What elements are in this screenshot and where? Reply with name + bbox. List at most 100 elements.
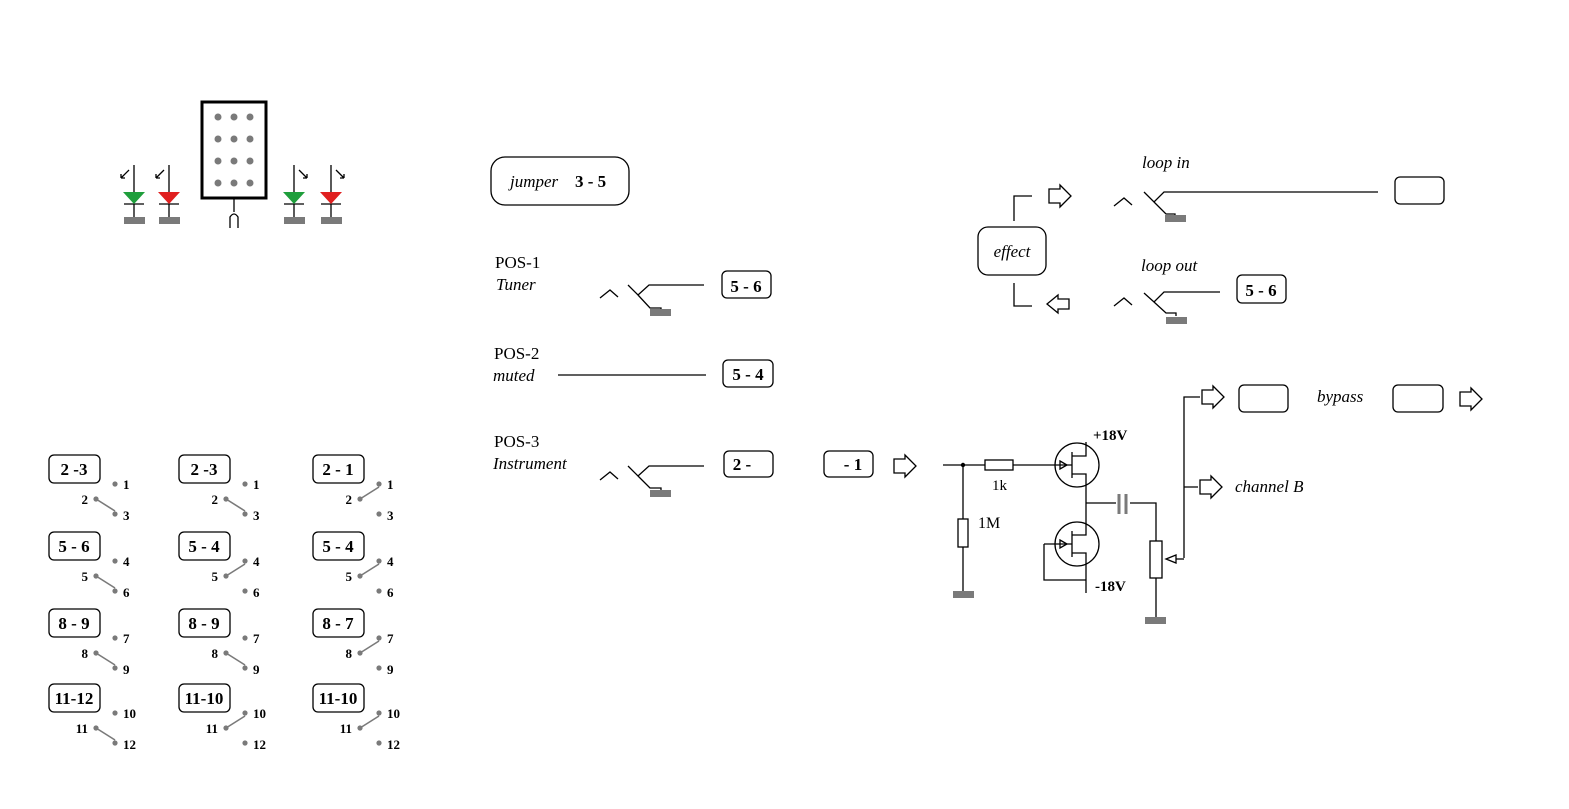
loop-out-label: loop out [1141, 256, 1198, 275]
pin-label: 5 [212, 569, 219, 584]
pin-label: 2 [212, 492, 219, 507]
pin-label: 9 [387, 662, 394, 677]
pin-label: 10 [123, 706, 136, 721]
switch-contact [95, 652, 116, 666]
pin-label: 3 [253, 508, 260, 523]
pin-dot [242, 511, 248, 517]
pin-dot [376, 635, 382, 641]
switch-contact [95, 498, 116, 512]
resistor-1m [957, 518, 969, 548]
switch-box [178, 454, 231, 484]
bypass-in-box [1238, 384, 1289, 413]
pin-dot [242, 710, 248, 716]
pin-label: 4 [387, 554, 394, 569]
pin-label: 11 [76, 721, 88, 736]
switch-box [312, 608, 365, 638]
jfet-lower-icon [1043, 490, 1100, 593]
switch-contact [359, 563, 380, 577]
switch-label: 5 - 4 [322, 537, 354, 556]
pin-label: 10 [253, 706, 266, 721]
ground-icon [1145, 617, 1166, 624]
pin-dot [376, 665, 382, 671]
switch-contact [95, 575, 116, 589]
ground-icon [650, 490, 671, 497]
pos-3-jumper-b: - 1 [844, 455, 862, 474]
switch-box [178, 531, 231, 561]
bypass-label: bypass [1317, 387, 1364, 406]
effect-label: effect [994, 242, 1032, 261]
pin-label: 3 [387, 508, 394, 523]
switch-label: 2 -3 [61, 460, 88, 479]
ground-icon [953, 591, 974, 598]
connector-block [200, 100, 268, 228]
pin-label: 11 [206, 721, 218, 736]
arrow-right-icon [1048, 183, 1072, 209]
effect-loop: effect loop in loop out 5 - 6 [977, 153, 1445, 324]
pos-2-sub: muted [493, 366, 535, 385]
switch-box [312, 454, 365, 484]
switch-box [312, 531, 365, 561]
led-red-left-icon [155, 165, 180, 224]
vminus-label: -18V [1095, 579, 1126, 595]
pin-label: 2 [346, 492, 353, 507]
loop-out-jumper: 5 - 6 [1245, 281, 1276, 300]
pin-label: 6 [253, 585, 260, 600]
ground-icon [1165, 215, 1186, 222]
pin-dot [376, 558, 382, 564]
switch-contact [225, 715, 246, 729]
pin-label: 11 [340, 721, 352, 736]
pin-dot [376, 710, 382, 716]
switch-label: 8 - 9 [188, 614, 219, 633]
pin-dot [242, 558, 248, 564]
pin-label: 7 [253, 631, 260, 646]
pin-label: 5 [82, 569, 89, 584]
pin-label: 8 [82, 646, 89, 661]
switch-box [48, 608, 101, 638]
potentiometer [1149, 540, 1163, 579]
pin-dot [376, 511, 382, 517]
arrow-left-icon [1045, 293, 1070, 315]
pin-dot [376, 740, 382, 746]
pin-dot [112, 481, 118, 487]
pin-label: 12 [387, 737, 400, 752]
pin-label: 2 [82, 492, 89, 507]
bypass-out-box [1392, 384, 1444, 413]
pin-label: 4 [123, 554, 130, 569]
switch-label: 5 - 6 [58, 537, 89, 556]
pin-dot [112, 635, 118, 641]
capacitor-icon [1117, 494, 1128, 514]
pos-2: POS-2 muted 5 - 4 [493, 344, 774, 388]
switch-contact [225, 563, 246, 577]
r1-label: 1k [992, 478, 1008, 494]
arrow-right-icon [1459, 386, 1483, 412]
switch-label: 5 - 4 [188, 537, 220, 556]
pin-dot [242, 588, 248, 594]
switch-label: 8 - 9 [58, 614, 89, 633]
pin-dot [242, 635, 248, 641]
switch-box [48, 683, 101, 713]
pos-3-name: POS-3 [494, 432, 539, 451]
switch-label: 8 - 7 [322, 614, 354, 633]
pin-dot [112, 710, 118, 716]
switch-label: 2 -3 [191, 460, 218, 479]
pin-label: 7 [387, 631, 394, 646]
arrow-right-icon [1199, 474, 1223, 500]
ground-icon [650, 309, 671, 316]
pin-dot [242, 740, 248, 746]
switch-contact [95, 727, 116, 741]
pin-dot [376, 588, 382, 594]
pos-1-jumper: 5 - 6 [730, 277, 761, 296]
pos-2-name: POS-2 [494, 344, 539, 363]
pos-3: POS-3 Instrument 2 - - 1 [492, 432, 917, 497]
pin-label: 3 [123, 508, 130, 523]
pos-3-jumper-a: 2 - [733, 455, 752, 474]
pin-label: 10 [387, 706, 400, 721]
switch-label: 11-12 [55, 689, 94, 708]
ground-icon [1166, 317, 1187, 324]
pin-dot [112, 588, 118, 594]
led-green-right-icon [283, 165, 308, 224]
loop-in-jumper-box [1394, 176, 1445, 205]
arrow-right-icon [1201, 384, 1225, 410]
pin-label: 8 [212, 646, 219, 661]
